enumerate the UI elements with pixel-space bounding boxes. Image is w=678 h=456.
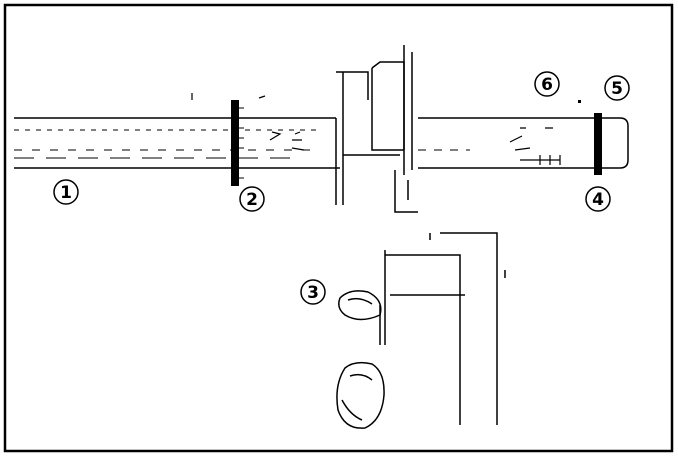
callout-4: 4	[585, 186, 611, 212]
left-shaft	[14, 93, 340, 169]
left-collar	[231, 100, 239, 186]
callout-1: 1	[53, 179, 79, 205]
right-collar	[594, 113, 602, 175]
callout-3-label: 3	[307, 283, 319, 303]
callout-3: 3	[300, 279, 326, 305]
callout-2: 2	[239, 186, 265, 212]
callout-6-label: 6	[541, 75, 553, 95]
callout-2-label: 2	[246, 190, 258, 210]
callout-5-label: 5	[611, 79, 623, 99]
callout-4-label: 4	[592, 190, 604, 210]
right-shaft	[418, 100, 629, 169]
callout-5: 5	[604, 75, 630, 101]
callout-1-label: 1	[60, 183, 72, 203]
callout-6: 6	[534, 71, 560, 97]
border	[3, 3, 674, 453]
clip-fitting	[336, 290, 385, 429]
lower-bracket	[384, 232, 506, 425]
left-collar-teeth	[239, 107, 244, 179]
center-housing	[335, 45, 418, 213]
